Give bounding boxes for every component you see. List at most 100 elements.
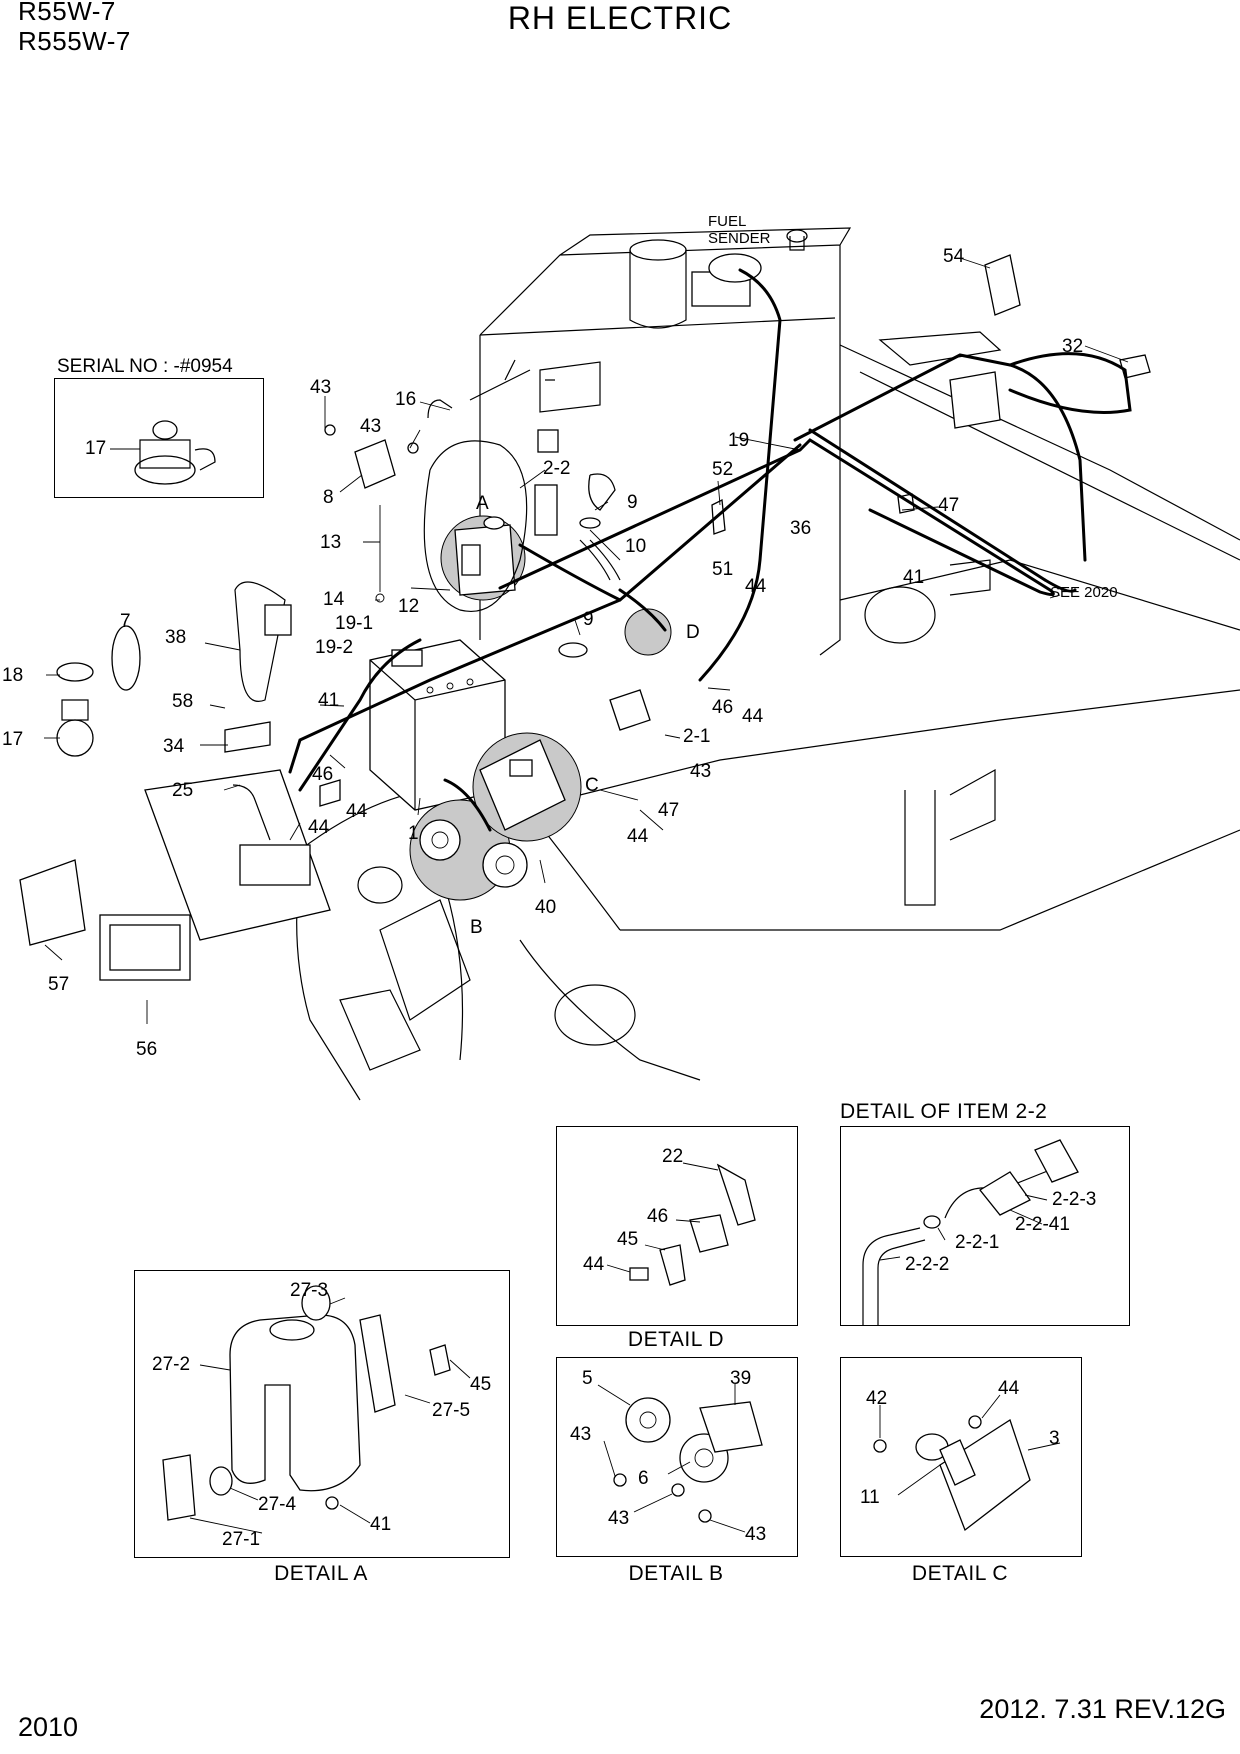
detail-a-caption: DETAIL A [274, 1562, 368, 1585]
detail-d-label-22: 22 [662, 1146, 683, 1167]
detail-b-label-5: 5 [582, 1368, 593, 1389]
detail-2-2-content: 2-2-3 2-2-41 2-2-1 2-2-2 [862, 1139, 1096, 1325]
label-C-main: C [585, 775, 599, 796]
detail-b-label-43c: 43 [745, 1524, 766, 1545]
label-56: 56 [136, 1039, 157, 1060]
label-46a: 46 [712, 697, 733, 718]
label-54: 54 [943, 246, 965, 267]
revision-date: 2012. 7.31 REV.12G [979, 1694, 1226, 1724]
detail-a-label-27-5: 27-5 [432, 1400, 470, 1421]
serial-part-17: 17 [85, 438, 106, 459]
label-9a: 9 [627, 492, 638, 513]
detail-b-frame [556, 1357, 798, 1557]
detail-b-label-43b: 43 [608, 1508, 629, 1529]
detail-c-label-3: 3 [1049, 1428, 1060, 1449]
label-44b: 44 [742, 706, 764, 727]
leader-lines [44, 257, 1129, 1024]
detail-2-2-label-2-2-41: 2-2-41 [1015, 1214, 1070, 1235]
detail-a-label-41: 41 [370, 1514, 391, 1535]
detail-2-2-label-2-2-1: 2-2-1 [955, 1232, 999, 1253]
label-7: 7 [120, 611, 131, 632]
detail-c-caption: DETAIL C [911, 1562, 1009, 1585]
rear-lights [19, 769, 331, 981]
label-36: 36 [790, 518, 811, 539]
label-18: 18 [2, 665, 23, 686]
label-19: 19 [728, 430, 749, 451]
machine-frame-linework [296, 227, 1240, 1101]
see-2020-note: SEE 2020 [1050, 584, 1118, 601]
detail-d-caption: DETAIL D [627, 1328, 725, 1351]
detail-c-label-44: 44 [998, 1378, 1020, 1399]
label-41a: 41 [903, 567, 924, 588]
detail-item-2-2-caption: DETAIL OF ITEM 2-2 [840, 1100, 1048, 1123]
label-38: 38 [165, 627, 186, 648]
detail-b-label-6: 6 [638, 1468, 649, 1489]
label-44d: 44 [308, 817, 330, 838]
detail-b-label-39: 39 [730, 1368, 751, 1389]
label-2-2: 2-2 [543, 458, 570, 479]
label-52: 52 [712, 459, 733, 480]
detail-a-label-27-4: 27-4 [258, 1494, 296, 1515]
detail-b-caption: DETAIL B [628, 1562, 724, 1585]
label-47a: 47 [938, 495, 959, 516]
detail-b-content: 5 39 43 6 43 43 [570, 1368, 766, 1545]
upper-left-brackets [324, 359, 651, 731]
label-41b: 41 [318, 690, 339, 711]
detail-2-2-label-2-2-3: 2-2-3 [1052, 1189, 1096, 1210]
label-43c: 43 [690, 761, 711, 782]
detail-a-content: 27-3 27-2 45 27-5 27-4 41 27-1 [152, 1280, 491, 1550]
detail-a-label-27-3: 27-3 [290, 1280, 328, 1301]
label-25: 25 [172, 780, 193, 801]
detail-c-frame [840, 1357, 1082, 1557]
label-12: 12 [398, 596, 419, 617]
model-label-2: R555W-7 [18, 26, 131, 56]
detail-d-frame [556, 1126, 798, 1326]
label-14: 14 [323, 589, 345, 610]
detail-b-label-43a: 43 [570, 1424, 591, 1445]
label-10: 10 [625, 536, 646, 557]
page-title: RH ELECTRIC [507, 0, 733, 36]
label-32: 32 [1062, 336, 1083, 357]
detail-2-2-label-2-2-2: 2-2-2 [905, 1254, 949, 1275]
label-43a: 43 [310, 377, 331, 398]
callout-labels: 54 32 43 16 43 2-2 8 9 52 19 47 36 10 51… [2, 213, 1118, 1060]
model-label-1: R55W-7 [18, 0, 116, 26]
page-number: 2010 [18, 1712, 79, 1742]
detail-d-marker [624, 608, 672, 656]
label-44e: 44 [627, 826, 649, 847]
label-D-main: D [686, 622, 700, 643]
label-1: 1 [408, 823, 419, 844]
label-9b: 9 [583, 609, 594, 630]
label-58: 58 [172, 691, 193, 712]
label-17-main: 17 [2, 729, 23, 750]
detail-d-label-46: 46 [647, 1206, 668, 1227]
detail-item-2-2-frame [840, 1126, 1130, 1326]
label-40: 40 [535, 897, 556, 918]
label-A-main: A [476, 493, 489, 514]
label-46b: 46 [312, 764, 333, 785]
fuel-sender-note-2: SENDER [708, 230, 771, 247]
label-44a: 44 [745, 576, 767, 597]
label-44c: 44 [346, 801, 368, 822]
serial-detail-frame [54, 378, 264, 498]
label-19-1: 19-1 [335, 613, 373, 634]
label-47b: 47 [658, 800, 679, 821]
washer-tank [423, 440, 528, 612]
detail-a-label-27-1: 27-1 [222, 1529, 260, 1550]
detail-c-label-11: 11 [860, 1487, 880, 1508]
detail-a-frame [134, 1270, 510, 1558]
label-57: 57 [48, 974, 69, 995]
label-19-2: 19-2 [315, 637, 353, 658]
detail-d-label-44: 44 [583, 1254, 605, 1275]
detail-a-label-27-2: 27-2 [152, 1354, 190, 1375]
detail-d-content: 22 46 45 44 [583, 1146, 756, 1286]
detail-c-content: 42 44 3 11 [860, 1378, 1061, 1532]
label-16: 16 [395, 389, 416, 410]
serial-no-label: SERIAL NO : -#0954 [57, 356, 233, 377]
label-43b: 43 [360, 416, 381, 437]
label-B-main: B [470, 917, 483, 938]
right-side-parts [711, 254, 1151, 535]
left-small-parts [56, 505, 385, 841]
horn-assembly [409, 799, 528, 901]
